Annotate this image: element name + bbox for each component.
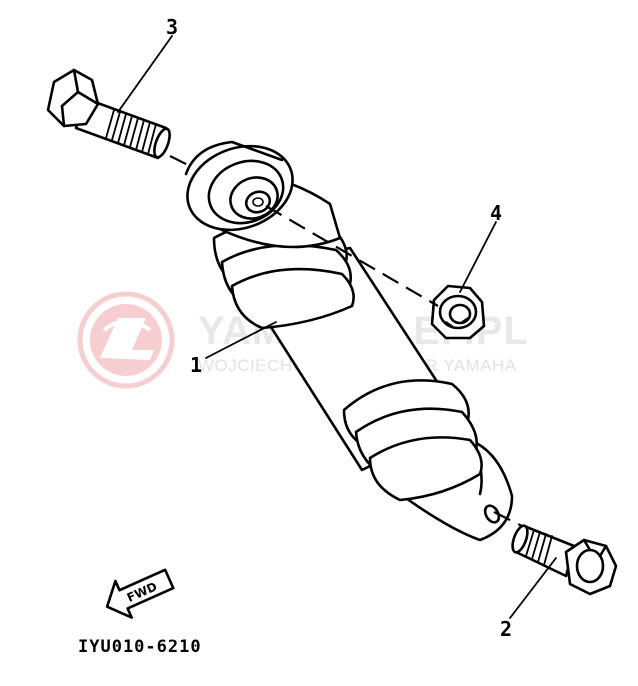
- assembly-lines: [169, 155, 523, 527]
- watermark-logo: [77, 291, 175, 389]
- leader-lines: [117, 35, 557, 619]
- callout-4: 4: [490, 201, 502, 225]
- lower-bolt: [511, 524, 618, 596]
- callout-3: 3: [166, 15, 178, 39]
- upper-bolt: [46, 68, 171, 160]
- callout-1: 1: [190, 353, 202, 377]
- shock-absorber: [184, 140, 514, 542]
- nut: [430, 284, 486, 340]
- callout-2: 2: [500, 617, 512, 641]
- diagram-code: IYU010-6210: [78, 637, 202, 657]
- fwd-arrow: FWD: [105, 568, 175, 619]
